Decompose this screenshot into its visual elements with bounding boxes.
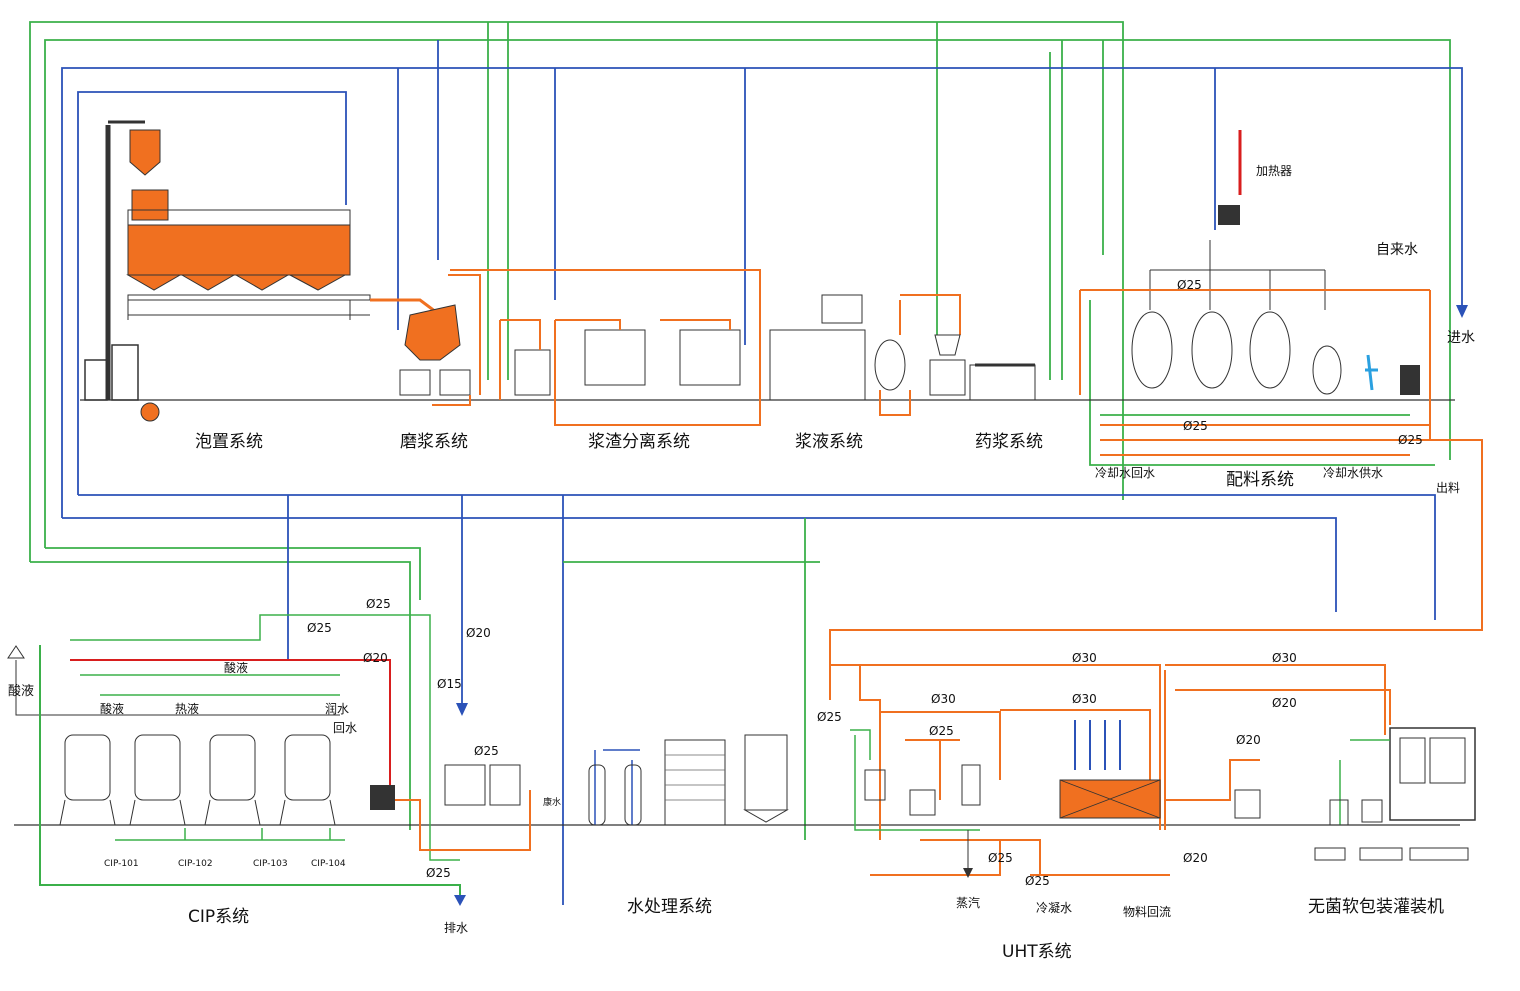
system-labels: 泡置系统 磨浆系统 浆渣分离系统 浆液系统 药浆系统 配料系统 CIP系统 水处… [188, 432, 1444, 962]
pipe-size: Ø30 [1072, 692, 1097, 706]
return-water-label: 回水 [333, 721, 357, 735]
equipment-tags: CIP-101 CIP-102 CIP-103 CIP-104 [104, 859, 346, 869]
batching-system [829, 130, 1483, 700]
cip-system [7, 614, 1460, 906]
medicine-system [899, 294, 1036, 401]
pipe-size: Ø20 [363, 651, 388, 665]
pipe-size: Ø20 [1272, 696, 1297, 710]
uht-system-label: UHT系统 [1002, 942, 1072, 962]
pipe-size: Ø25 [366, 597, 391, 611]
tap-water-label: 自来水 [1376, 242, 1418, 258]
separation-system [450, 269, 761, 426]
green-pipes-mid [563, 300, 1435, 840]
cooling-return-label: 冷却水回水 [1095, 466, 1155, 480]
acid-tank-label: 酸液 [100, 701, 124, 716]
pipe-size: Ø30 [931, 692, 956, 706]
pipe-size: Ø25 [474, 744, 499, 758]
acid-left-label: 酸液 [8, 684, 34, 699]
cip-103-tag: CIP-103 [253, 859, 288, 869]
hot-water-label: 热液 [175, 701, 199, 716]
soak-system-label: 泡置系统 [195, 432, 263, 452]
medicine-system-label: 药浆系统 [975, 432, 1043, 452]
pipe-size: Ø25 [988, 851, 1013, 865]
green-pipes-top [29, 21, 1451, 830]
pipe-size: Ø25 [1183, 419, 1208, 433]
pipe-size: Ø25 [1025, 874, 1050, 888]
cip-101-tag: CIP-101 [104, 859, 139, 869]
warm-water-label: 润水 [325, 702, 349, 716]
cooling-supply-label: 冷却水供水 [1323, 466, 1383, 480]
pipe-size: Ø25 [1177, 278, 1202, 292]
cip-102-tag: CIP-102 [178, 859, 213, 869]
slurry-system [769, 294, 911, 416]
pipe-size: Ø25 [929, 724, 954, 738]
batching-system-label: 配料系统 [1226, 470, 1294, 490]
uht-system [830, 664, 1391, 878]
acid-top-label: 酸液 [224, 660, 248, 675]
heater-label: 加热器 [1256, 164, 1292, 178]
blue-pipes-top [61, 40, 1468, 905]
water-system-label: 水处理系统 [627, 897, 712, 917]
pipe-size: Ø20 [466, 626, 491, 640]
pipe-size: Ø20 [1183, 851, 1208, 865]
pipe-size: Ø25 [307, 621, 332, 635]
callout-labels: 加热器 自来水 进水 冷却水回水 冷却水供水 出料 酸液 酸液 酸液 热液 润水… [8, 164, 1475, 935]
soak-system [84, 120, 441, 422]
cip-system-label: CIP系统 [188, 907, 249, 927]
pipe-size-labels: Ø25 Ø25 Ø25 Ø25 Ø25 Ø20 Ø20 Ø15 Ø25 Ø25 … [307, 278, 1423, 888]
steam-label: 蒸汽 [956, 895, 980, 910]
pipe-size: Ø30 [1272, 651, 1297, 665]
cip-104-tag: CIP-104 [311, 859, 346, 869]
grind-system [399, 274, 481, 406]
filler-system [1314, 727, 1476, 861]
grind-system-label: 磨浆系统 [400, 432, 468, 452]
pipe-size: Ø15 [437, 677, 462, 691]
separation-system-label: 浆渣分离系统 [588, 432, 690, 452]
water-in-label: 进水 [1447, 330, 1475, 346]
pipe-size: Ø30 [1072, 651, 1097, 665]
slurry-system-label: 浆液系统 [795, 432, 863, 452]
pipe-size: Ø25 [817, 710, 842, 724]
pipe-size: Ø20 [1236, 733, 1261, 747]
product-return-label: 物料回流 [1123, 905, 1171, 919]
water-treatment-system [588, 734, 789, 826]
drain-label: 排水 [444, 921, 468, 935]
pipe-size: Ø25 [426, 866, 451, 880]
outlet-label: 康水 [543, 796, 561, 808]
discharge-label: 出料 [1436, 481, 1460, 495]
filler-system-label: 无菌软包装灌装机 [1308, 897, 1444, 917]
pipe-size: Ø25 [1398, 433, 1423, 447]
condensate-label: 冷凝水 [1036, 900, 1072, 915]
